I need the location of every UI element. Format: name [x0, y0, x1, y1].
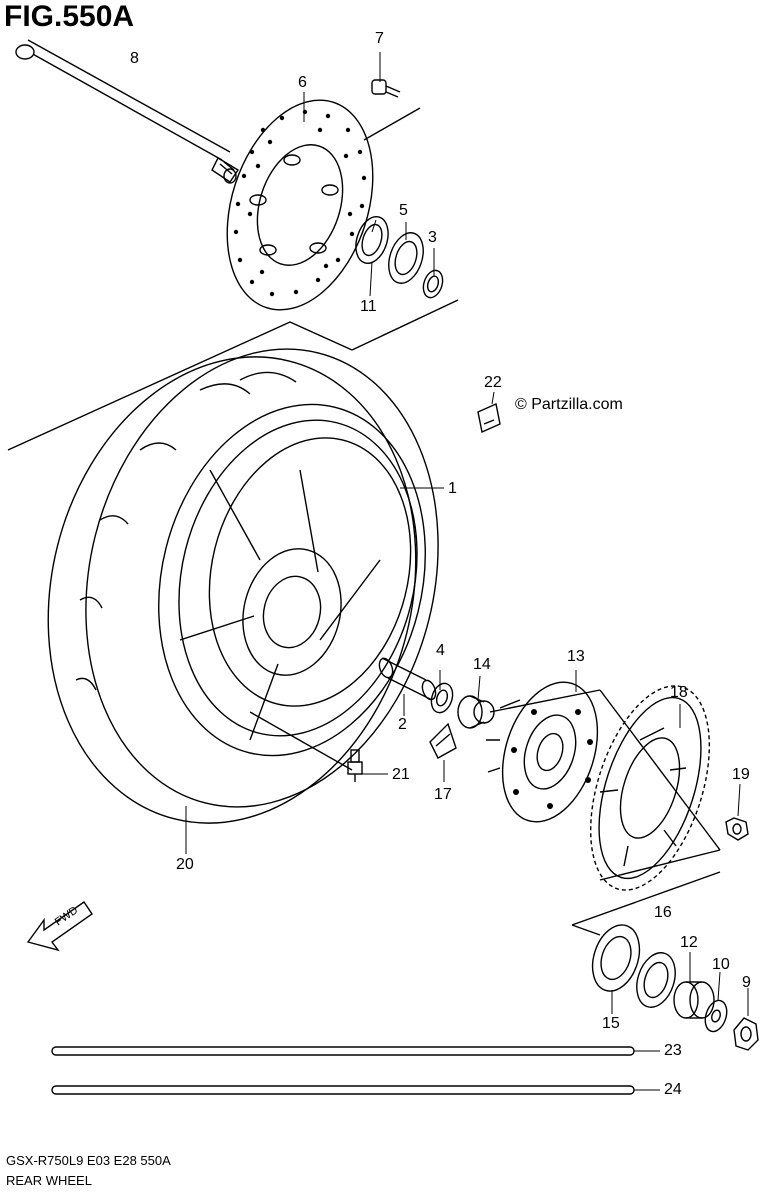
callout-9[interactable]: 9: [742, 974, 751, 991]
callout-4[interactable]: 4: [436, 642, 445, 659]
sprocket-side-collar[interactable]: [673, 981, 715, 1019]
callout-21[interactable]: 21: [392, 766, 410, 783]
callout-1[interactable]: 1: [448, 480, 457, 497]
callout-8[interactable]: 8: [130, 50, 139, 67]
copyright-notice: © Partzilla.com: [515, 396, 623, 413]
callout-3[interactable]: 3: [428, 229, 437, 246]
rim-tape-23[interactable]: [51, 1046, 635, 1056]
dust-seal[interactable]: [350, 213, 393, 268]
rear-wheel-rim[interactable]: [123, 376, 461, 784]
figure-caption: REAR WHEEL: [6, 1173, 92, 1188]
sprocket-drum[interactable]: [486, 670, 614, 834]
rear-sprocket[interactable]: [568, 671, 732, 905]
rim-tape-24[interactable]: [51, 1085, 635, 1095]
model-code: GSX-R750L9 E03 E28 550A: [6, 1153, 171, 1168]
callout-12[interactable]: 12: [680, 934, 698, 951]
callout-16[interactable]: 16: [654, 904, 672, 921]
callout-24[interactable]: 24: [664, 1081, 682, 1098]
callout-13[interactable]: 13: [567, 648, 585, 665]
callout-2[interactable]: 2: [398, 716, 407, 733]
hub-collar[interactable]: [457, 695, 495, 729]
axle-washer[interactable]: [702, 998, 731, 1035]
disc-side-bearing[interactable]: [383, 228, 430, 287]
axle-nut[interactable]: [733, 1017, 759, 1051]
callout-19[interactable]: 19: [732, 766, 750, 783]
figure-title: FIG.550A: [4, 0, 135, 33]
balance-weight[interactable]: [477, 403, 501, 433]
valve-stem[interactable]: [347, 749, 363, 782]
wheel-damper[interactable]: [429, 722, 457, 759]
sprocket-side-seal[interactable]: [585, 919, 648, 997]
disc-side-spacer[interactable]: [420, 268, 446, 300]
callout-20[interactable]: 20: [176, 856, 194, 873]
hub-bearing[interactable]: [428, 681, 456, 716]
callout-17[interactable]: 17: [434, 786, 452, 803]
callout-18[interactable]: 18: [670, 684, 688, 701]
callout-5[interactable]: 5: [399, 202, 408, 219]
sprocket-nut[interactable]: [725, 817, 749, 841]
callout-7[interactable]: 7: [375, 30, 384, 47]
sprocket-side-bearing[interactable]: [630, 948, 682, 1012]
callout-22[interactable]: 22: [484, 374, 502, 391]
callout-14[interactable]: 14: [473, 656, 491, 673]
assembly-guide-lines: [7, 107, 721, 936]
disc-bolt[interactable]: [371, 79, 401, 98]
wheel-spacer-tube[interactable]: [377, 657, 438, 702]
callout-11[interactable]: 11: [360, 298, 377, 315]
callout-leader-lines: [185, 52, 749, 1091]
forward-arrow: FWD: [26, 901, 93, 952]
brake-disc[interactable]: [202, 81, 398, 328]
callout-6[interactable]: 6: [298, 74, 307, 91]
callout-15[interactable]: 15: [602, 1015, 620, 1032]
callout-23[interactable]: 23: [664, 1042, 682, 1059]
rear-axle[interactable]: [15, 39, 239, 184]
rear-tire[interactable]: [0, 311, 485, 862]
callout-10[interactable]: 10: [712, 956, 730, 973]
